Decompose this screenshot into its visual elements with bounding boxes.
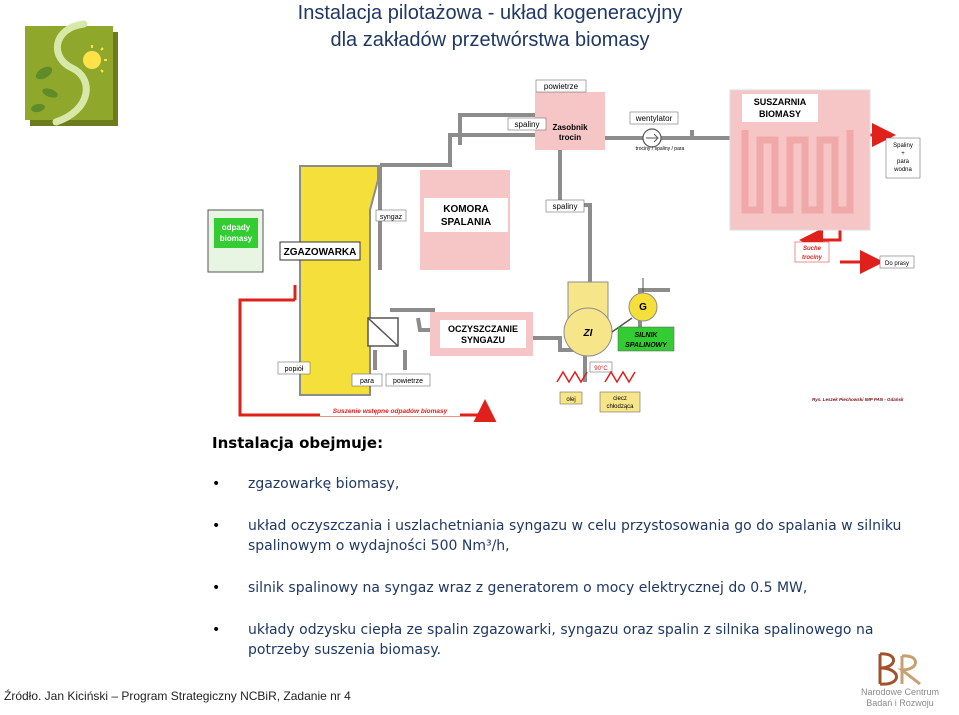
ncbr-logo-icon (878, 652, 921, 686)
zasobnik-label-2: trocin (559, 133, 581, 142)
odpady-label-2: biomasy (220, 234, 253, 243)
syngaz-label: syngaz (380, 214, 403, 221)
komora-label-1: KOMORA (443, 204, 489, 215)
zgazowarka-label: ZGAZOWARKA (284, 247, 357, 258)
zasobnik-box (535, 92, 605, 150)
silnik-label-2: SPALINOWY (625, 342, 668, 349)
heat-exchanger-oil (556, 370, 588, 384)
suszarnia-label-2: BIOMASY (759, 109, 801, 119)
dryer-coil (741, 130, 854, 214)
ciecz-label-1: ciecz (613, 396, 627, 402)
bullet-list: •zgazowarkę biomasy, •układ oczyszczania… (212, 474, 902, 678)
oczyszczanie-label-1: OCZYSZCZANIE (448, 324, 518, 334)
ncbr-line-1: Narodowe Centrum (860, 687, 940, 697)
spaliny-para-label-3: para (897, 159, 910, 165)
wentylator-label: wentylator (635, 114, 673, 123)
title-line-2: dla zakładów przetwórstwa biomasy (330, 29, 650, 51)
title-line-1: Instalacja pilotażowa - układ kogeneracy… (297, 2, 683, 24)
zasobnik-label-1: Zasobnik (552, 123, 588, 132)
komora-label-box (424, 198, 508, 232)
source-footnote: Źródło. Jan Kiciński – Program Strategic… (4, 689, 351, 703)
para-label: para (360, 378, 374, 385)
bullet-icon: • (212, 476, 221, 492)
silnik-label-1: SILNIK (635, 332, 659, 339)
bullet-icon: • (212, 580, 221, 596)
oczyszczanie-label-2: SYNGAZU (461, 335, 505, 345)
list-item: •układy odzysku ciepła ze spalin zgazowa… (212, 622, 874, 658)
plant-bulb-logo-icon (25, 20, 118, 126)
heat-exchanger-coolant (604, 370, 636, 384)
ncbr-line-2: Badań i Rozwoju (866, 698, 934, 708)
spaliny-para-label-2: + (901, 151, 905, 157)
powietrze-bottom-label: powietrze (393, 378, 423, 385)
temp-label: 90°C (594, 366, 608, 372)
suszenie-label: Suszenie wstępne odpadów biomasy (333, 408, 448, 415)
bullet-icon: • (212, 622, 221, 638)
spaliny-mid-label: spaliny (553, 202, 578, 211)
page-title: Instalacja pilotażowa - układ kogeneracy… (190, 0, 790, 54)
cogeneration-diagram: ZGAZOWARKA odpady biomasy syngaz KOMORA … (207, 79, 921, 422)
red-flow-lines (238, 123, 896, 422)
spaliny-para-label-4: wodna (893, 167, 912, 173)
gasifier-shape (299, 165, 379, 396)
ciecz-label-2: chłodząca (606, 404, 634, 410)
list-item: •silnik spalinowy na syngaz wraz z gener… (212, 580, 808, 596)
spaliny-top-label: spaliny (515, 120, 540, 129)
list-item: •zgazowarkę biomasy, (212, 476, 400, 492)
suche-label-2: trociny (802, 255, 823, 261)
popiol-label: popiół (285, 366, 304, 373)
bullet-icon: • (212, 518, 221, 534)
section-heading: Instalacja obejmuje: (212, 434, 384, 452)
zi-label: ZI (583, 328, 593, 339)
suche-label-1: Suche (803, 246, 822, 252)
powietrze-top-label: powietrze (544, 82, 579, 91)
zgazowarka-label-box (279, 241, 361, 261)
ncbr-name: Narodowe Centrum Badań i Rozwoju (850, 687, 950, 709)
olej-label: olej (566, 397, 575, 403)
generator-label: G (639, 302, 647, 313)
komora-label-2: SPALANIA (441, 217, 491, 228)
do-prasy-label: Do prasy (885, 261, 909, 267)
spaliny-para-label-1: Spaliny (893, 143, 913, 149)
odpady-label-bg (214, 218, 258, 248)
suszarnia-label-1: SUSZARNIA (754, 97, 807, 107)
list-item: •układ oczyszczania i uszlachetniania sy… (212, 518, 902, 554)
diagram-credit: Rys. Leszek Piechowski IMP PAN - Gdańsk (812, 397, 904, 402)
trociny-spaliny-label: trociny / spaliny / para (636, 146, 685, 152)
odpady-label-1: odpady (222, 223, 251, 232)
